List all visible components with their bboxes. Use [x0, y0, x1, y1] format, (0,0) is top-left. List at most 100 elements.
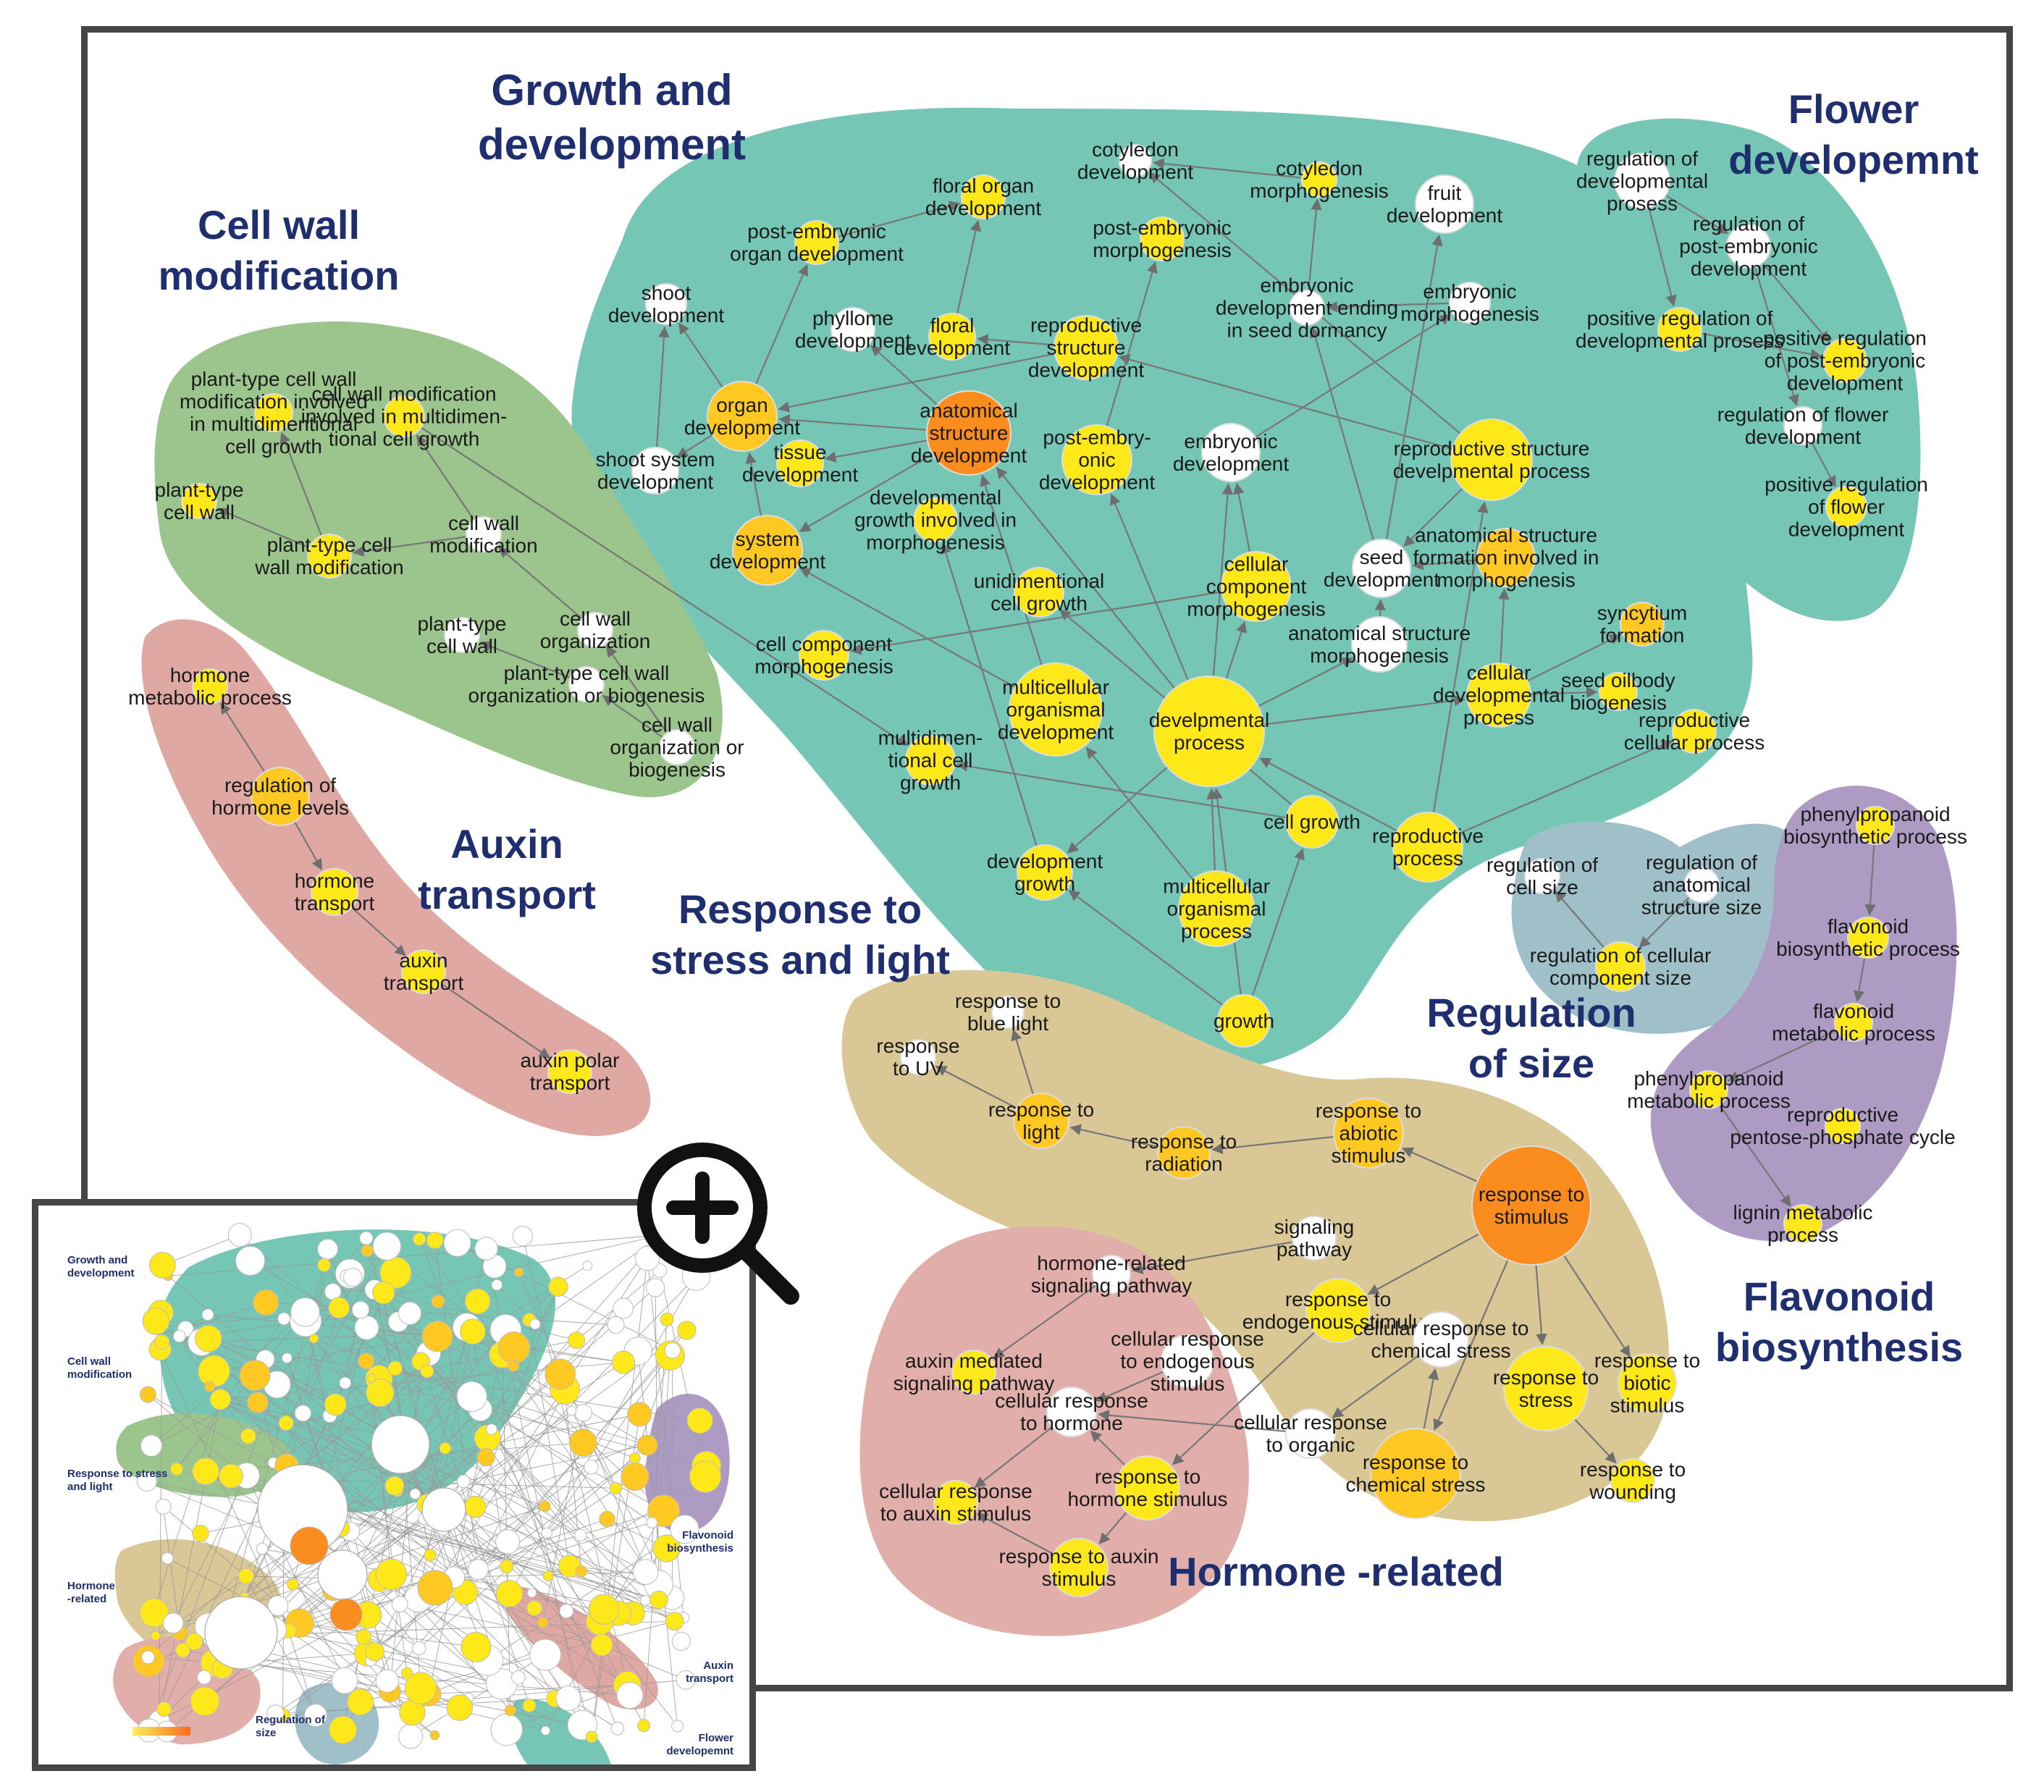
node-growth[interactable]: growth [1214, 994, 1274, 1048]
inset-node [219, 1463, 244, 1489]
node-cell_growth[interactable]: cell growth [1263, 795, 1360, 849]
node-label: cellular [1224, 553, 1289, 576]
edge-repro_proc-repro_struct_proc [1430, 501, 1489, 827]
inset-node [464, 1288, 491, 1315]
node-label: stimulus [1042, 1568, 1116, 1590]
inset-node [137, 1471, 157, 1492]
inset-edge [151, 1399, 221, 1618]
inset-node [490, 1713, 523, 1746]
node-label: plant-type [418, 613, 507, 635]
inset-node [575, 1565, 588, 1578]
node-circle [1503, 1346, 1589, 1431]
